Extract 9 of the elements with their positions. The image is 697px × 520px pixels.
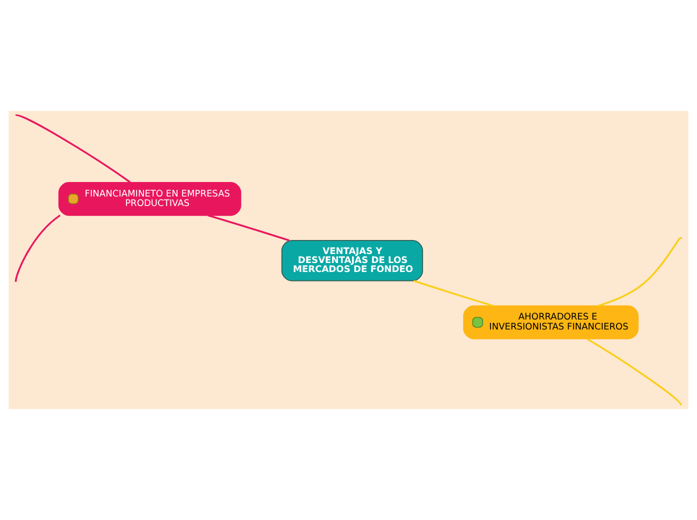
node-box: VENTAJAS Y DESVENTAJAS DE LOS MERCADOS DE FONDEO — [281, 240, 424, 282]
connector — [14, 214, 61, 282]
connector — [208, 214, 290, 242]
connector — [598, 237, 682, 307]
connector — [16, 114, 131, 183]
node-box: AHORRADORES E INVERSIONISTAS FINANCIEROS — [463, 305, 639, 340]
connector — [414, 280, 494, 307]
node-box: FINANCIAMINETO EN EMPRESAS PRODUCTIVAS — [58, 182, 242, 216]
connector — [586, 338, 682, 406]
